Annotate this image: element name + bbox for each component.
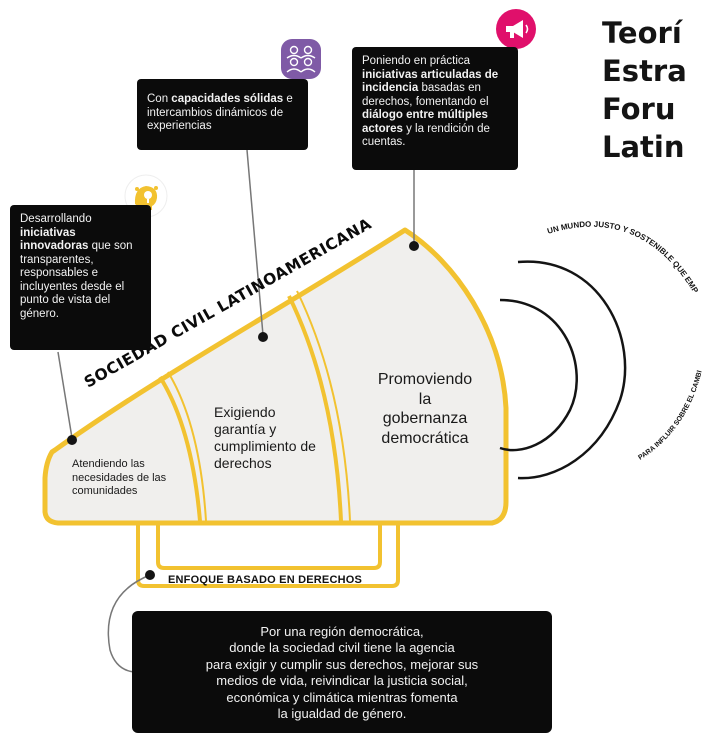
vision-statement-box: Por una región democrática, donde la soc… [132,611,552,733]
vision-line: Por una región democrática, [260,624,424,639]
megaphone-body [42,227,509,526]
megaphone-handle [136,523,400,588]
sound-wave-outer [517,260,627,480]
megaphone-icon [496,9,536,49]
page-title: Teorí Estra Foru Latin [602,16,687,164]
megaphone-handle-inner [156,523,382,570]
enfoque-label: ENFOQUE BASADO EN DERECHOS [168,574,363,586]
divider-2b [296,290,351,522]
vision-line: económica y climática mientras fomenta [226,689,458,705]
connector-middle-dot [258,332,268,342]
people-group-icon [281,39,321,79]
connector-bottom-dot [145,570,155,580]
divider-1 [158,375,202,522]
vision-line: para exigir y cumplir sus derechos, mejo… [205,656,479,672]
connector-middle [246,149,264,336]
vision-line: donde la sociedad civil tiene la agencia [229,640,455,656]
vision-line: la igualdad de género. [277,706,407,722]
connector-bottom [107,574,151,673]
divider-2 [287,295,343,522]
info-box-left: Desarrollando iniciativas innovadoras qu… [10,205,151,350]
divider-1b [167,371,207,522]
sound-wave-inner [499,298,578,452]
connector-left-dot [67,435,77,445]
info-box-middle: Con capacidades sólidas e intercambios d… [137,79,308,150]
info-box-right: Poniendo en práctica iniciativas articul… [352,47,518,170]
connector-left [57,351,73,439]
connector-right-dot [409,241,419,251]
vision-line: medios de vida, reivindicar la justicia … [216,673,468,689]
